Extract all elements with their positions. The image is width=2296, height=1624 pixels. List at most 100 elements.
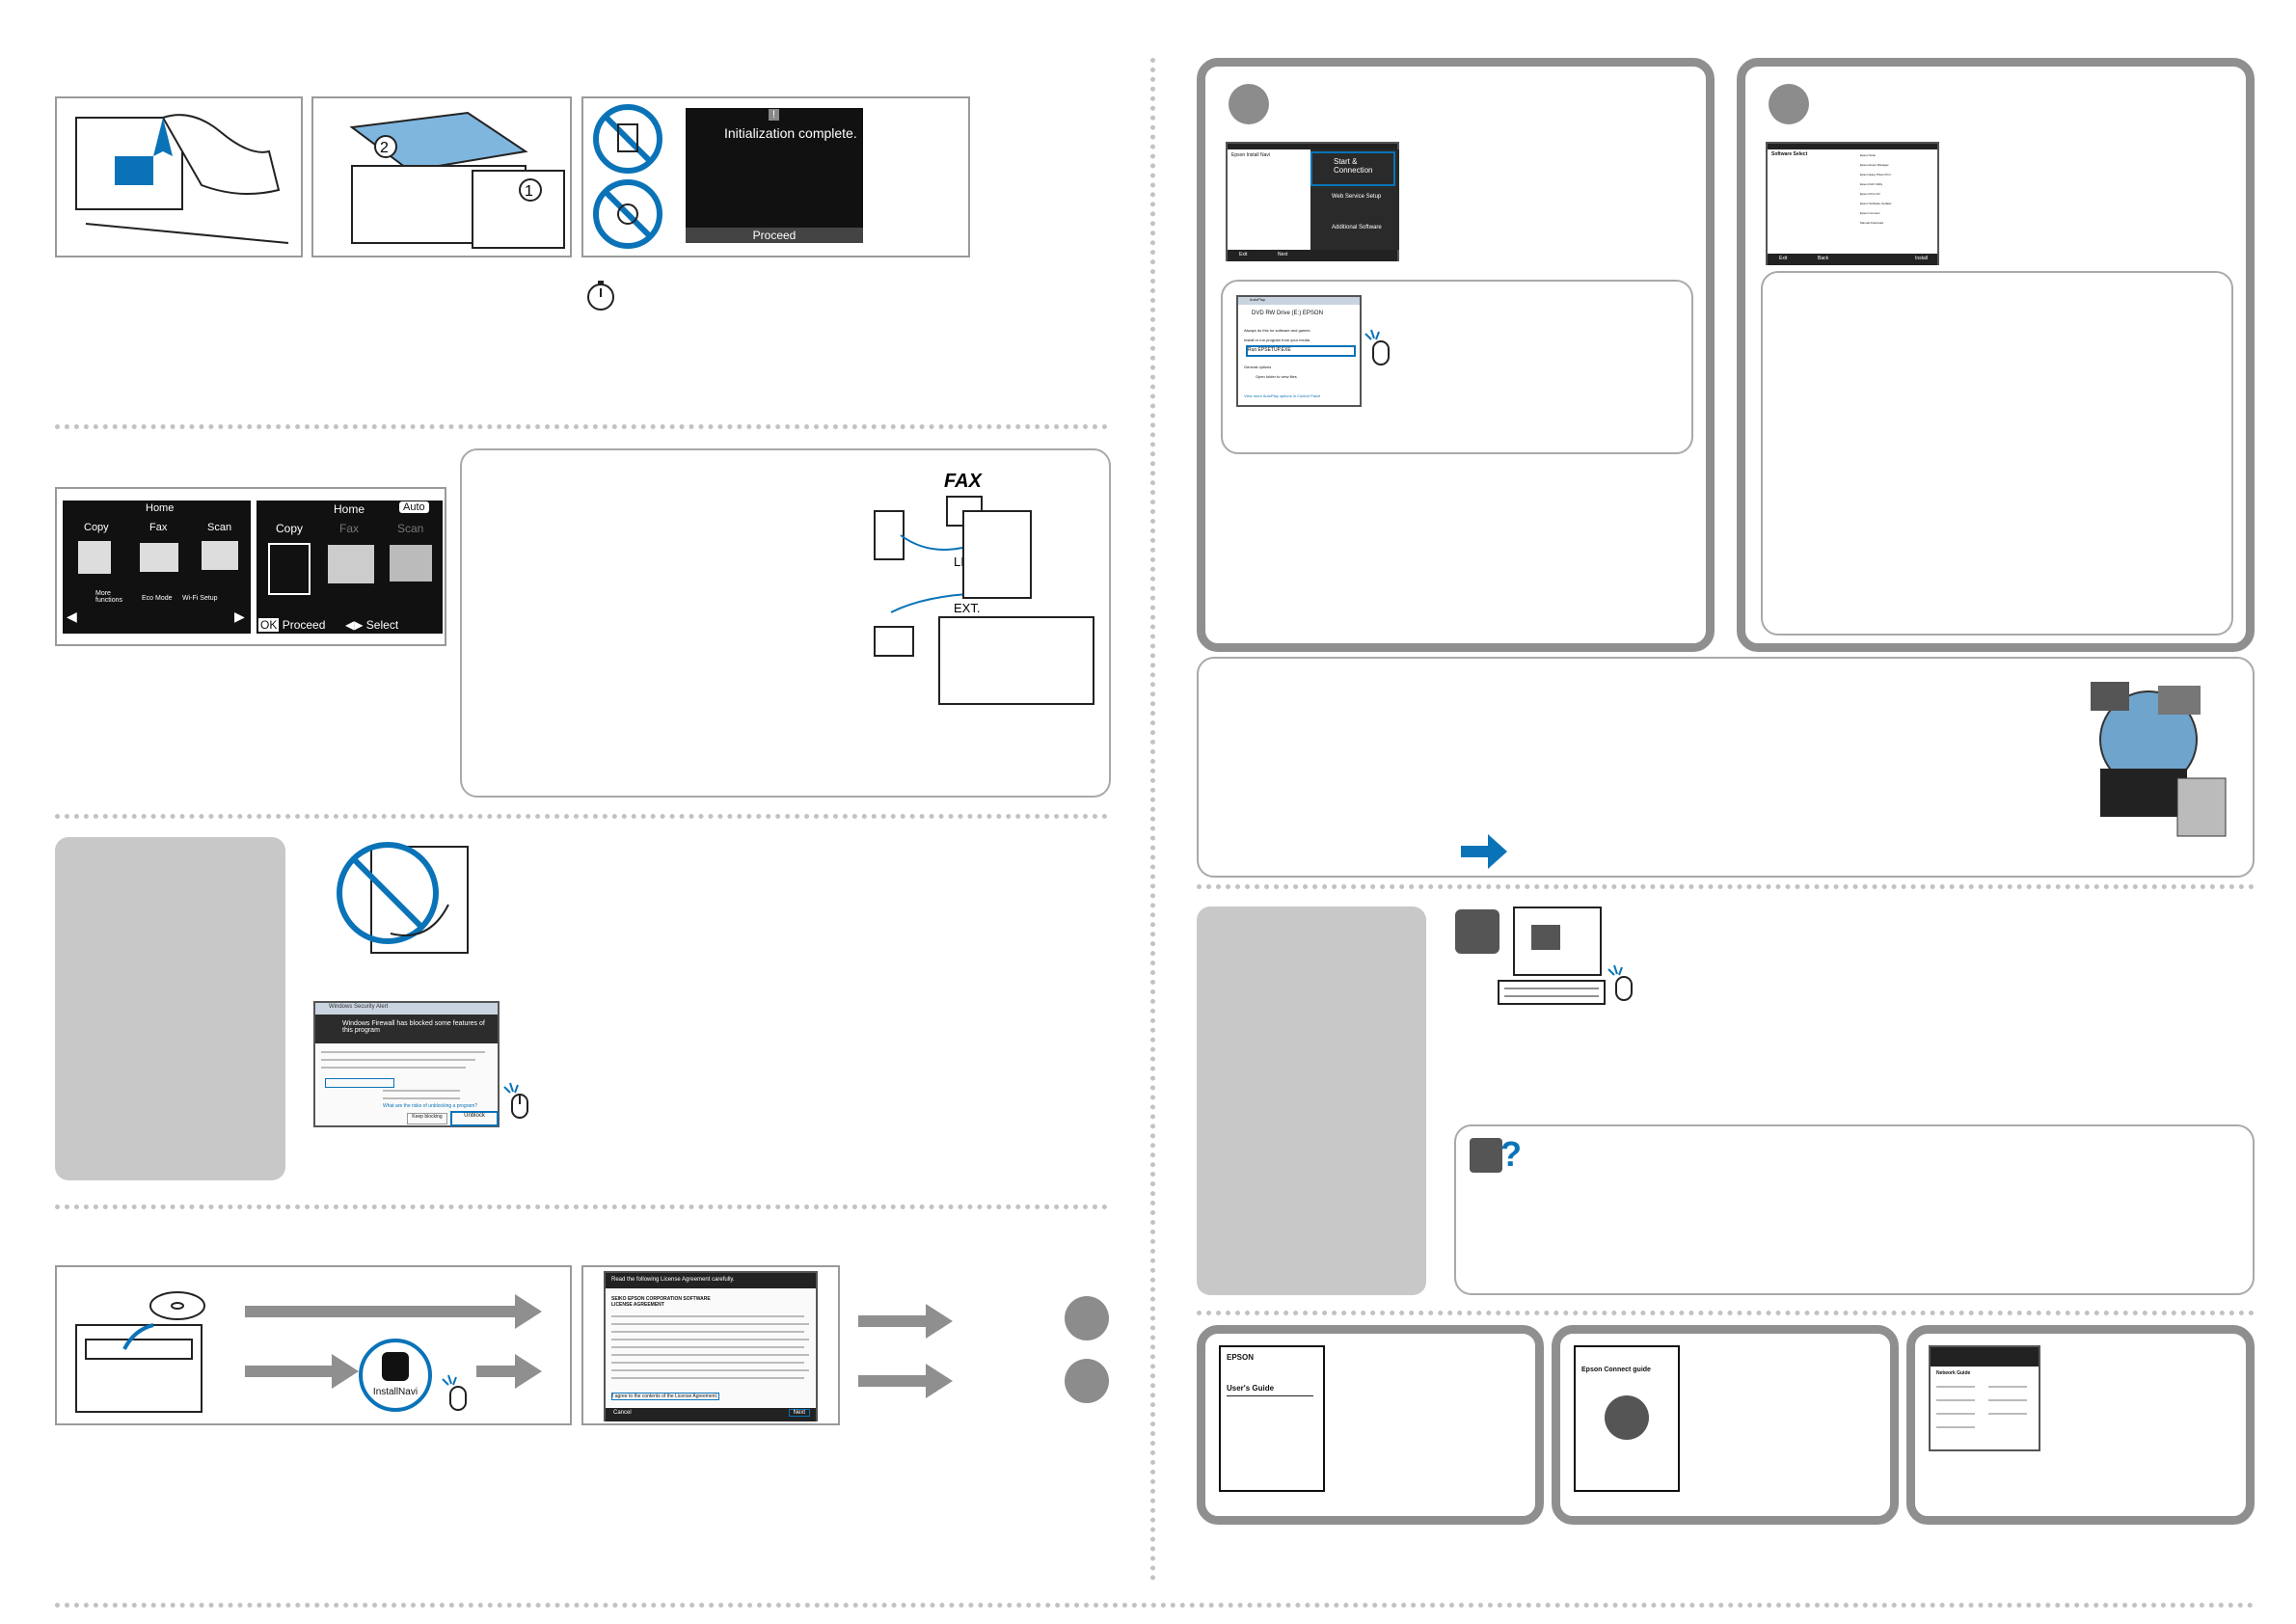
divider — [55, 424, 1108, 429]
open-folder-option[interactable]: Open folder to view files — [1256, 374, 1297, 379]
software-item[interactable]: Epson Connect — [1860, 211, 1880, 215]
manual-help-icon[interactable]: ? — [1470, 1134, 1522, 1177]
svg-text:EXT.: EXT. — [954, 601, 980, 615]
mouse-click-icon — [1364, 329, 1390, 365]
drive-name: DVD RW Drive (E:) EPSON — [1252, 311, 1323, 316]
step-marker-a — [1229, 84, 1269, 124]
software-item[interactable]: Manual Download — [1860, 221, 1884, 225]
menu-copy[interactable]: Copy — [84, 522, 109, 533]
software-title: Software Select — [1771, 151, 1808, 157]
autoplay-settings-link[interactable]: View more AutoPlay options in Control Pa… — [1244, 393, 1321, 398]
network-guide-box: Network Guide — [1906, 1325, 2255, 1525]
divider — [1197, 1311, 2255, 1315]
manual-side-panel — [1197, 907, 1426, 1295]
cd-install-panel: InstallNavi — [55, 1265, 572, 1425]
users-guide-cover: EPSON User's Guide — [1219, 1345, 1325, 1492]
wifi-setup-label[interactable]: Wi-Fi Setup — [182, 595, 218, 602]
keep-blocking-button[interactable]: Keep blocking — [407, 1113, 447, 1124]
next-button[interactable]: Next — [1278, 252, 1288, 257]
copy-icon — [268, 543, 311, 595]
init-panel: ! Initialization complete. Proceed — [581, 96, 970, 257]
exit-button[interactable]: Exit — [1779, 256, 1788, 261]
menu-fax[interactable]: Fax — [149, 522, 168, 533]
web-service-item[interactable]: Web Service Setup — [1332, 194, 1382, 200]
lcd-title: Home — [334, 502, 365, 516]
menu-scan[interactable]: Scan — [397, 522, 424, 535]
power-icon — [593, 104, 662, 249]
network-guide-screen: Network Guide — [1929, 1345, 2040, 1451]
lcd-init-screen: ! Initialization complete. Proceed — [686, 108, 863, 243]
software-item[interactable]: Epson Print CD — [1860, 192, 1880, 196]
ok-proceed[interactable]: OK Proceed — [258, 618, 326, 632]
license-body-title: SEIKO EPSON CORPORATION SOFTWARE LICENSE… — [611, 1296, 711, 1308]
manual-icon[interactable] — [1455, 909, 1499, 954]
fax-connection-diagram: FAX LINE EXT. — [874, 471, 1094, 705]
network-checkbox[interactable] — [325, 1078, 394, 1088]
arrow-right-icon — [1461, 834, 1507, 869]
start-connection-item[interactable]: Start & Connection — [1310, 151, 1395, 186]
right-arrow-icon[interactable]: ▶ — [234, 609, 245, 624]
autoplay-dialog: AutoPlay DVD RW Drive (E:) EPSON Always … — [1236, 295, 1362, 407]
back-button[interactable]: Back — [1818, 256, 1829, 261]
network-guide-title: Network Guide — [1936, 1370, 1971, 1376]
software-select-screen: Software Select Epson Scan Epson Event M… — [1766, 142, 1939, 265]
menu-scan[interactable]: Scan — [207, 522, 232, 533]
install-navi-icon[interactable]: InstallNavi — [359, 1339, 432, 1412]
software-item[interactable]: Epson Event Manager — [1860, 163, 1889, 167]
cancel-button[interactable]: Cancel — [613, 1410, 632, 1416]
lcd-home-screen-1: Home Copy Fax Scan More functions Eco Mo… — [63, 501, 251, 634]
printer-close-illustration: 2 1 — [349, 111, 565, 249]
fax-icon — [328, 545, 374, 583]
next-button[interactable]: Next — [788, 1409, 810, 1417]
software-item[interactable]: Epson FAX Utility — [1860, 182, 1883, 186]
additional-software-item[interactable]: Additional Software — [1332, 225, 1382, 230]
agree-checkbox[interactable]: I agree to the contents of the License A… — [611, 1393, 719, 1400]
copy-icon — [78, 541, 111, 574]
step-marker-b — [1769, 84, 1809, 124]
lcd-proceed-button[interactable]: Proceed — [686, 228, 863, 243]
scan-icon — [202, 541, 238, 570]
svg-text:1: 1 — [525, 183, 533, 200]
divider — [55, 814, 1108, 819]
epson-connect-box — [1197, 657, 2255, 878]
install-heading: Install or run program from your media — [1244, 338, 1310, 342]
ink-install-panel — [55, 96, 303, 257]
firewall-dialog: Windows Security Alert Windows Firewall … — [313, 1001, 500, 1127]
scanner-close-panel: 2 1 — [311, 96, 572, 257]
more-functions-label[interactable]: More functions — [95, 590, 123, 604]
general-options: General options — [1244, 365, 1272, 369]
always-checkbox[interactable]: Always do this for software and games — [1244, 328, 1310, 333]
software-item[interactable]: Epson Easy Photo Print — [1860, 173, 1891, 176]
menu-fax[interactable]: Fax — [339, 522, 360, 535]
select-hint[interactable]: ◀▶ Select — [345, 618, 399, 632]
no-usb-icon — [337, 842, 469, 954]
connect-guide-cover: Epson Connect guide — [1574, 1345, 1680, 1492]
exit-button[interactable]: Exit — [1239, 252, 1248, 257]
left-arrow-icon[interactable]: ◀ — [67, 609, 77, 624]
software-info-box — [1761, 271, 2233, 636]
arrow-right-icon — [245, 1294, 542, 1329]
menu-copy[interactable]: Copy — [276, 522, 304, 535]
risks-link[interactable]: What are the risks of unblocking a progr… — [383, 1103, 478, 1109]
step-marker-b — [1065, 1359, 1109, 1403]
scan-icon — [390, 545, 432, 582]
epson-connect-illustration — [2091, 682, 2227, 837]
eco-mode-label[interactable]: Eco Mode — [142, 595, 173, 602]
ink-cartridge-illustration — [75, 114, 289, 244]
users-guide-title: User's Guide — [1227, 1384, 1275, 1393]
arrow-right-icon — [858, 1304, 953, 1339]
software-item[interactable]: Epson Software Updater — [1860, 202, 1892, 205]
install-button[interactable]: Install — [1914, 256, 1928, 261]
mouse-click-icon — [503, 1082, 528, 1119]
note-side-panel — [55, 837, 285, 1180]
fax-icon — [140, 543, 178, 572]
home-screens-panel: Home Copy Fax Scan More functions Eco Mo… — [55, 487, 446, 646]
install-box-b: Software Select Epson Scan Epson Event M… — [1737, 58, 2255, 652]
software-item[interactable]: Epson Scan — [1860, 153, 1877, 157]
unblock-button[interactable]: Unblock — [450, 1111, 499, 1126]
lcd-home-screen-2: Home Auto Copy Fax Scan OK Proceed ◀▶ Se… — [257, 501, 443, 634]
mouse-click-icon — [1607, 964, 1633, 1001]
run-setup-option[interactable]: Run EPSETUP.EXE — [1246, 345, 1356, 357]
dialog-heading: Windows Firewall has blocked some featur… — [342, 1020, 485, 1034]
install-box-a: Epson Install Navi Start & Connection We… — [1197, 58, 1715, 652]
